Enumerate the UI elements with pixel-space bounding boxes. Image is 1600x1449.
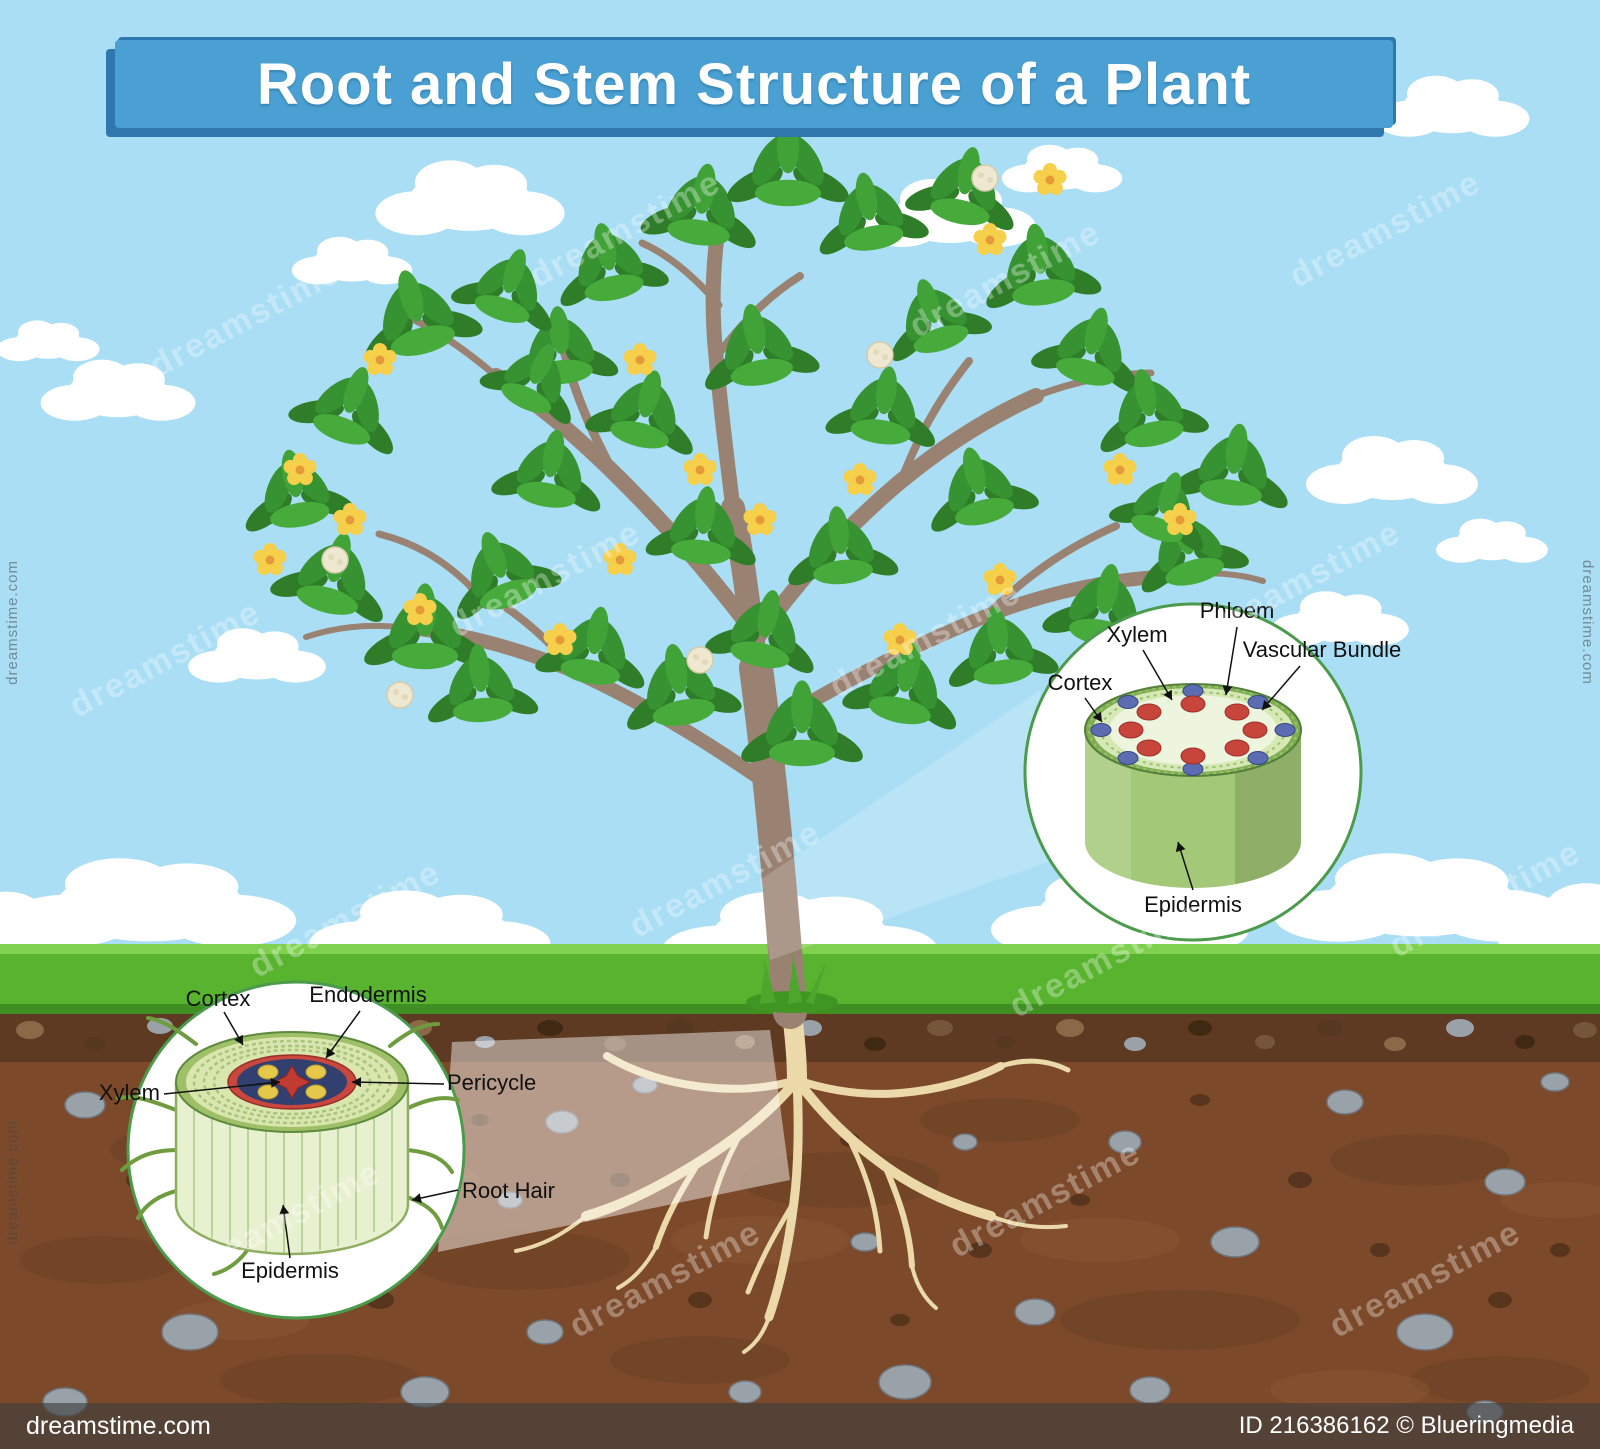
root-leader-arrows [234,1034,422,1215]
root-label-epidermis: Epidermis [241,1258,339,1283]
page-title: Root and Stem Structure of a Plant [256,51,1252,117]
title-banner: Root and Stem Structure of a Plant [115,40,1393,128]
root-callout: Cortex Endodermis Pericycle Xylem Root H… [99,980,555,1320]
stem-leader-lines [1084,626,1301,891]
stem-callout-beam [760,690,1048,960]
root-label-root-hair: Root Hair [462,1178,555,1203]
root-label-pericycle: Pericycle [447,1070,536,1095]
stem-label-vascular-bundle: Vascular Bundle [1243,637,1402,662]
stem-label-epidermis: Epidermis [1144,892,1242,917]
root-label-cortex: Cortex [186,986,251,1011]
root-callout-beam [438,1030,790,1252]
stock-image-credit: ID 216386162 © Blueringmedia [1238,1412,1574,1439]
vascular-bundles [1090,684,1296,776]
xylem-star [272,1065,312,1099]
root-label-endodermis: Endodermis [309,982,426,1007]
stem-label-cortex: Cortex [1048,670,1113,695]
stem-leader-arrows [1092,685,1272,853]
stock-footer-bar: dreamstime.com ID 216386162 © Blueringme… [0,1403,1600,1449]
grass-tuft [746,950,838,1013]
stem-callout: Xylem Phloem Vascular Bundle Cortex Epid… [1023,598,1402,942]
root-system [514,996,1071,1354]
root-hairs [116,1016,460,1276]
phloem-lobes [257,1064,327,1100]
root-label-xylem: Xylem [99,1080,160,1105]
stock-site-label: dreamstime.com [26,1411,211,1440]
stem-label-xylem: Xylem [1106,622,1167,647]
stem-label-phloem: Phloem [1200,598,1275,623]
tree [229,120,1303,1029]
